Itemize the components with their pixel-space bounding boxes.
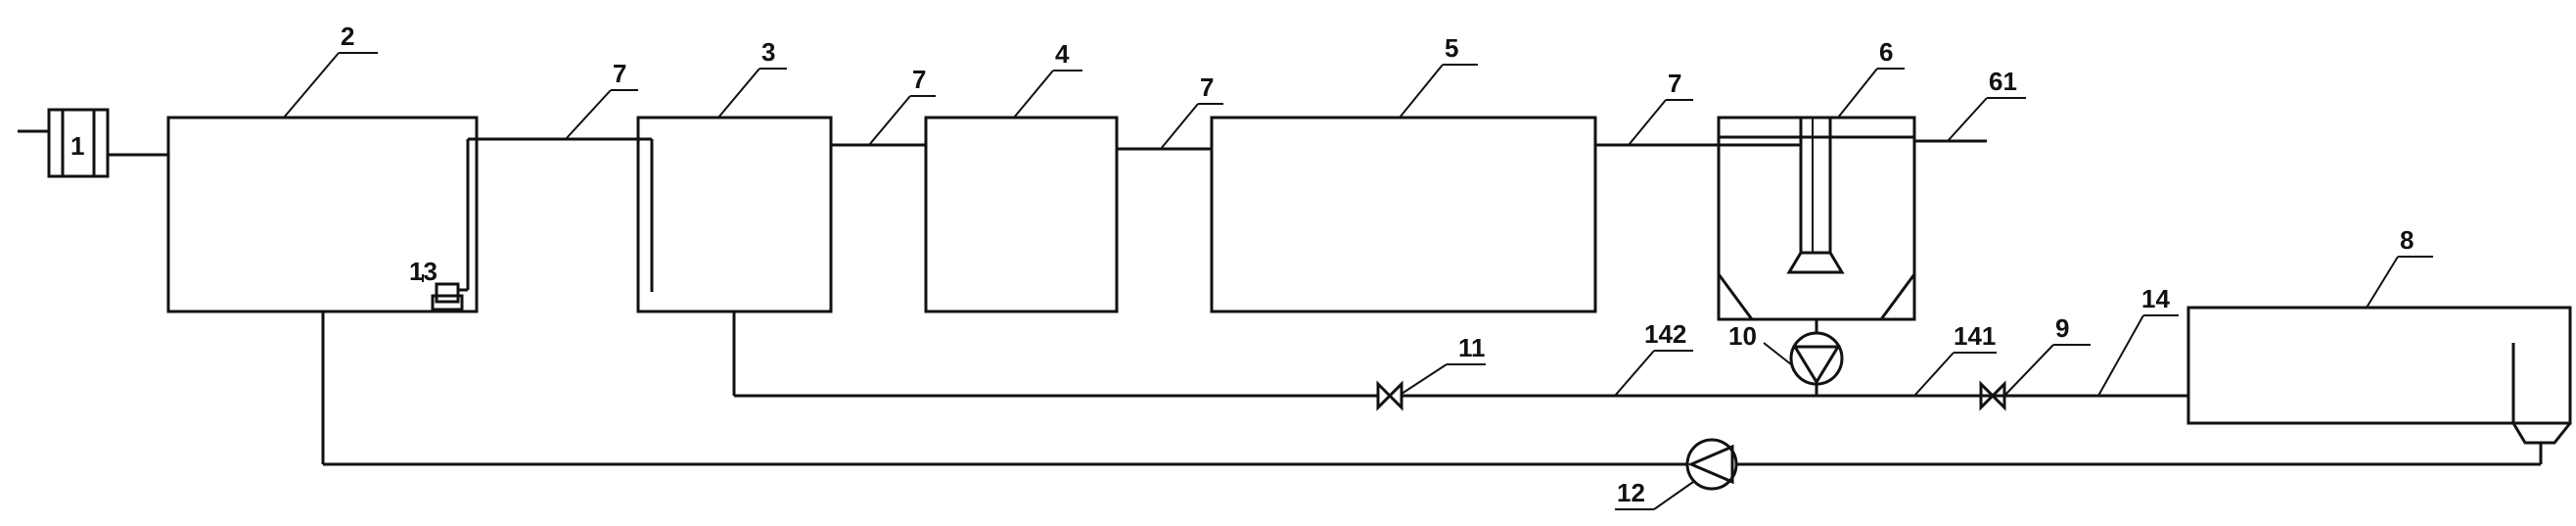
- label-7a: 7: [613, 59, 626, 88]
- label-61: 61: [1989, 67, 2017, 96]
- component-5-tank: [1210, 116, 1597, 313]
- label-14: 14: [2141, 284, 2170, 313]
- component-6-clarifier: [1717, 116, 1987, 333]
- label-4: 4: [1055, 39, 1070, 69]
- label-3: 3: [761, 37, 775, 67]
- component-9-valve: [1979, 380, 2006, 411]
- pipe-bottom-return: [321, 311, 2541, 466]
- pipe-142-return: [732, 311, 1993, 398]
- label-5: 5: [1445, 33, 1458, 63]
- label-10: 10: [1728, 321, 1757, 351]
- label-1: 1: [70, 131, 84, 161]
- component-3-tank: [636, 116, 833, 313]
- pipe-7-2-to-3: [477, 137, 654, 292]
- component-13-pump: [431, 282, 468, 311]
- label-11: 11: [1458, 333, 1486, 362]
- component-11-valve: [1376, 380, 1403, 411]
- label-141: 141: [1954, 321, 1996, 351]
- label-142: 142: [1644, 319, 1686, 349]
- label-7d: 7: [1668, 69, 1681, 98]
- label-2: 2: [341, 22, 354, 51]
- component-4-tank: [924, 116, 1119, 313]
- label-6: 6: [1879, 37, 1893, 67]
- label-9: 9: [2055, 313, 2069, 343]
- component-12-pump: [1685, 438, 1738, 491]
- label-7b: 7: [912, 65, 926, 94]
- label-8: 8: [2400, 225, 2414, 255]
- component-10-pump: [1789, 331, 1844, 396]
- leader-lines: [283, 52, 2433, 510]
- label-13: 13: [409, 257, 437, 286]
- label-12: 12: [1617, 478, 1645, 507]
- label-7c: 7: [1200, 72, 1214, 102]
- pipe-14-to-tank-8: [1993, 368, 2190, 398]
- component-8-tank: [2186, 306, 2572, 464]
- component-1-inlet-filter: [18, 108, 168, 178]
